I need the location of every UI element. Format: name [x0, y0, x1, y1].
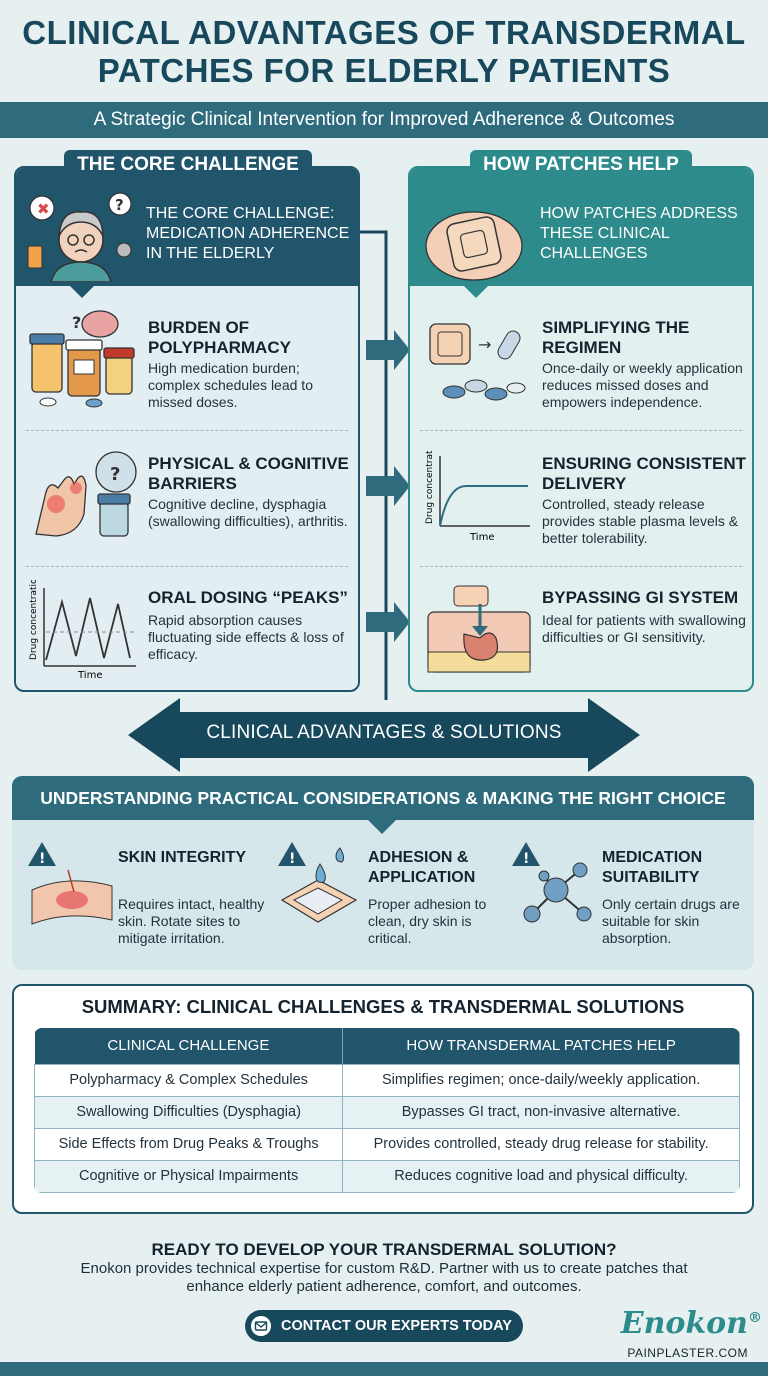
item-title: BYPASSING GI SYSTEM	[542, 588, 739, 607]
subtitle-bar: A Strategic Clinical Intervention for Im…	[0, 102, 768, 138]
consideration-desc: Requires intact, healthy skin. Rotate si…	[118, 896, 265, 946]
brand-mark: ®	[748, 1310, 762, 1326]
item-desc: High medication burden; complex schedule…	[148, 360, 313, 410]
consideration-title: SKIN INTEGRITY	[118, 849, 247, 866]
svg-text:✖: ✖	[37, 200, 50, 218]
svg-text:?: ?	[115, 196, 124, 214]
item-desc: Rapid absorption causes fluctuating side…	[148, 612, 344, 662]
summary-title: SUMMARY: CLINICAL CHALLENGES & TRANSDERM…	[81, 996, 685, 1017]
peaks-graph-icon: Drug concentration Time	[29, 580, 136, 680]
connector-arrows	[360, 230, 410, 700]
svg-text:!: !	[523, 851, 529, 867]
patch-and-pills-icon: →	[429, 323, 526, 401]
table-cell: Reduces cognitive load and physical diff…	[342, 1159, 740, 1193]
tab-how-patches-help: HOW PATCHES HELP	[470, 150, 692, 180]
bottom-stripe	[0, 1362, 768, 1376]
challenge-polypharmacy: ? BURDEN OF POLYPHARMACY High medication…	[16, 298, 358, 428]
svg-text:→: →	[478, 335, 491, 354]
table-cell: Simplifies regimen; once-daily/weekly ap…	[342, 1063, 740, 1097]
how-patches-heading: HOW PATCHES ADDRESS THESE CLINICAL CHALL…	[540, 205, 738, 262]
table-header: HOW TRANSDERMAL PATCHES HELP	[342, 1028, 740, 1064]
mail-icon	[251, 1316, 271, 1336]
consideration-title: ADHESION & APPLICATION	[368, 849, 476, 886]
consideration-title: MEDICATION SUITABILITY	[602, 849, 703, 886]
summary-table: CLINICAL CHALLENGE HOW TRANSDERMAL PATCH…	[34, 1028, 740, 1193]
item-title: BURDEN OF POLYPHARMACY	[148, 318, 291, 357]
table-row: Side Effects from Drug Peaks & Troughs P…	[34, 1127, 740, 1161]
consideration-desc: Only certain drugs are suitable for skin…	[602, 896, 740, 946]
consideration-adhesion: ! ADHESION & APPLICATION Proper adhesion…	[278, 840, 518, 960]
item-title: PHYSICAL & COGNITIVE BARRIERS	[148, 454, 349, 493]
steady-release-graph-icon: Drug concentration Time	[425, 450, 530, 543]
challenge-oral-peaks: Drug concentration Time ORAL DOSING “PEA…	[16, 570, 358, 690]
divider	[420, 430, 742, 431]
page-title: CLINICAL ADVANTAGES OF TRANSDERMAL PATCH…	[22, 14, 746, 89]
item-desc: Cognitive decline, dysphagia (swallowing…	[148, 496, 348, 529]
table-cell: Bypasses GI tract, non-invasive alternat…	[342, 1095, 740, 1129]
table-cell: Side Effects from Drug Peaks & Troughs	[34, 1127, 344, 1161]
graph-xlabel: Time	[77, 670, 102, 680]
svg-text:!: !	[289, 851, 295, 867]
considerations-heading: UNDERSTANDING PRACTICAL CONSIDERATIONS &…	[12, 776, 754, 820]
table-row: Swallowing Difficulties (Dysphagia) Bypa…	[34, 1095, 740, 1129]
consideration-skin-integrity: ! SKIN INTEGRITY Requires intact, health…	[28, 840, 268, 960]
table-cell: Cognitive or Physical Impairments	[34, 1159, 344, 1193]
core-challenge-panel: ✖ ? THE CORE CHALLENGE: MEDICATION ADHER…	[14, 166, 360, 692]
advantages-band-label: CLINICAL ADVANTAGES & SOLUTIONS	[206, 722, 562, 743]
solution-consistent-delivery: Drug concentration Time ENSURING CONSIST…	[410, 434, 752, 564]
item-desc: Ideal for patients with swallowing diffi…	[542, 612, 746, 645]
elderly-patient-icon: ✖ ?	[27, 192, 132, 282]
advantages-band: CLINICAL ADVANTAGES & SOLUTIONS	[128, 698, 640, 772]
item-desc: Once-daily or weekly application reduces…	[542, 360, 743, 410]
adhesion-patch-icon: !	[278, 842, 358, 923]
summary-section: SUMMARY: CLINICAL CHALLENGES & TRANSDERM…	[12, 984, 754, 1214]
how-patches-header: HOW PATCHES ADDRESS THESE CLINICAL CHALL…	[410, 168, 752, 286]
molecule-icon: !	[512, 842, 592, 923]
item-title: SIMPLIFYING THE REGIMEN	[542, 318, 690, 357]
patch-on-arm-icon	[425, 211, 523, 281]
how-patches-help-panel: HOW PATCHES ADDRESS THESE CLINICAL CHALL…	[408, 166, 754, 692]
item-desc: Controlled, steady release provides stab…	[542, 496, 739, 546]
svg-text:?: ?	[110, 464, 120, 485]
challenge-barriers: ? PHYSICAL & COGNITIVE BARRIERS Cognitiv…	[16, 434, 358, 564]
graph-ylabel: Drug concentration	[425, 450, 435, 524]
divider	[420, 566, 742, 567]
tab-core-challenge: THE CORE CHALLENGE	[64, 150, 312, 180]
graph-ylabel: Drug concentration	[29, 580, 39, 660]
solution-bypass-gi: BYPASSING GI SYSTEM Ideal for patients w…	[410, 570, 752, 690]
table-row: Polypharmacy & Complex Schedules Simplif…	[34, 1063, 740, 1097]
brand-url[interactable]: PAINPLASTER.COM	[627, 1346, 748, 1360]
svg-text:!: !	[39, 851, 45, 867]
brand-name: Enokon	[620, 1306, 748, 1341]
table-cell: Polypharmacy & Complex Schedules	[34, 1063, 344, 1097]
skin-irritation-icon: !	[28, 842, 113, 925]
contact-experts-button[interactable]: CONTACT OUR EXPERTS TODAY	[245, 1310, 523, 1342]
item-title: ORAL DOSING “PEAKS”	[148, 588, 348, 607]
table-header: CLINICAL CHALLENGE	[34, 1028, 344, 1064]
arthritis-hand-icon: ?	[35, 451, 137, 537]
cta-text: Enokon provides technical expertise for …	[80, 1260, 688, 1295]
table-row: Cognitive or Physical Impairments Reduce…	[34, 1159, 740, 1193]
consideration-desc: Proper adhesion to clean, dry skin is cr…	[368, 896, 487, 946]
brand-logo: Enokon®	[614, 1306, 762, 1341]
svg-text:?: ?	[72, 313, 81, 332]
graph-xlabel: Time	[469, 532, 494, 543]
core-challenge-header: ✖ ? THE CORE CHALLENGE: MEDICATION ADHER…	[16, 168, 358, 286]
cta-title: READY TO DEVELOP YOUR TRANSDERMAL SOLUTI…	[151, 1240, 617, 1259]
skin-layers-stomach-icon	[427, 585, 531, 673]
table-cell: Provides controlled, steady drug release…	[342, 1127, 740, 1161]
consideration-suitability: ! MEDICATION SUITABILITY Only certain dr…	[512, 840, 752, 960]
solution-regimen: → SIMPLIFYING THE REGIMEN Once-daily or …	[410, 298, 752, 428]
divider	[26, 430, 348, 431]
table-cell: Swallowing Difficulties (Dysphagia)	[34, 1095, 344, 1129]
considerations-section: UNDERSTANDING PRACTICAL CONSIDERATIONS &…	[12, 776, 754, 970]
contact-experts-label: CONTACT OUR EXPERTS TODAY	[281, 1318, 512, 1334]
core-challenge-heading: THE CORE CHALLENGE: MEDICATION ADHERENCE…	[146, 205, 350, 262]
item-title: ENSURING CONSISTENT DELIVERY	[542, 454, 747, 493]
divider	[26, 566, 348, 567]
pill-bottles-icon: ?	[29, 310, 135, 408]
